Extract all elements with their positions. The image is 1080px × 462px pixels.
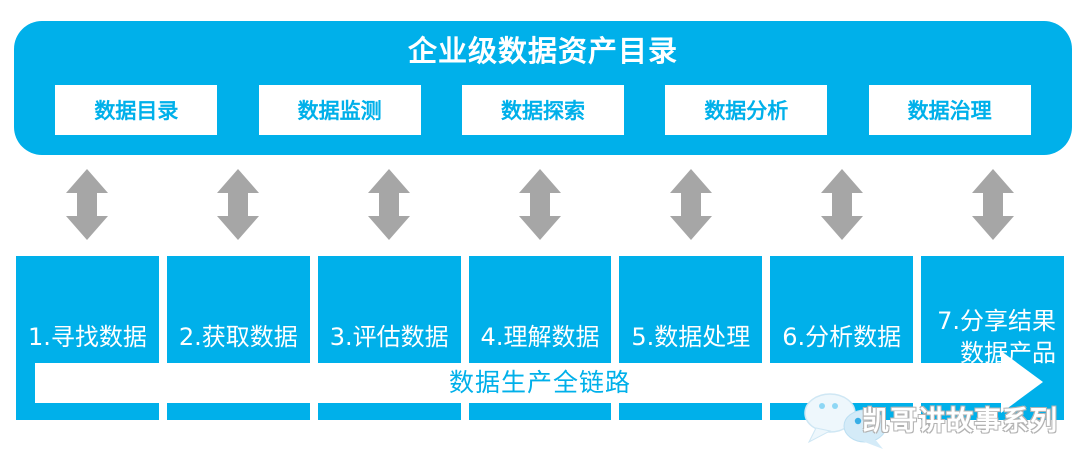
flow-arrow-label: 数据生产全链路	[448, 368, 631, 397]
banner-title: 企业级数据资产目录	[407, 34, 678, 68]
step-label: 6.分析数据	[782, 323, 902, 352]
button-data-catalog: 数据目录	[55, 85, 218, 135]
double-arrow-icon	[469, 169, 612, 240]
button-data-monitoring: 数据监测	[258, 85, 421, 135]
wechat-chat-bubbles-icon	[802, 393, 897, 455]
banner-buttons-row: 数据目录 数据监测 数据探索 数据分析 数据治理	[14, 85, 1072, 135]
connector-arrows-row	[16, 169, 1064, 240]
step-label: 7.分享结果 数据产品	[937, 307, 1057, 367]
step-label: 2.获取数据	[178, 323, 298, 352]
button-data-analysis: 数据分析	[665, 85, 828, 135]
button-data-exploration: 数据探索	[461, 85, 624, 135]
double-arrow-icon	[16, 169, 159, 240]
watermark: 凯哥讲故事系列	[800, 391, 1070, 451]
double-arrow-icon	[167, 169, 310, 240]
catalog-banner: 企业级数据资产目录 数据目录 数据监测 数据探索 数据分析 数据治理	[14, 21, 1072, 155]
double-arrow-icon	[318, 169, 461, 240]
step-label: 1.寻找数据	[27, 323, 147, 352]
double-arrow-icon	[770, 169, 913, 240]
watermark-label: 凯哥讲故事系列	[862, 406, 1058, 437]
double-arrow-icon	[619, 169, 762, 240]
step-label: 5.数据处理	[631, 323, 751, 352]
double-arrow-icon	[921, 169, 1064, 240]
flow-arrowhead-icon	[1001, 351, 1043, 417]
step-label: 3.评估数据	[329, 323, 449, 352]
button-data-governance: 数据治理	[868, 85, 1031, 135]
step-label: 4.理解数据	[480, 323, 600, 352]
